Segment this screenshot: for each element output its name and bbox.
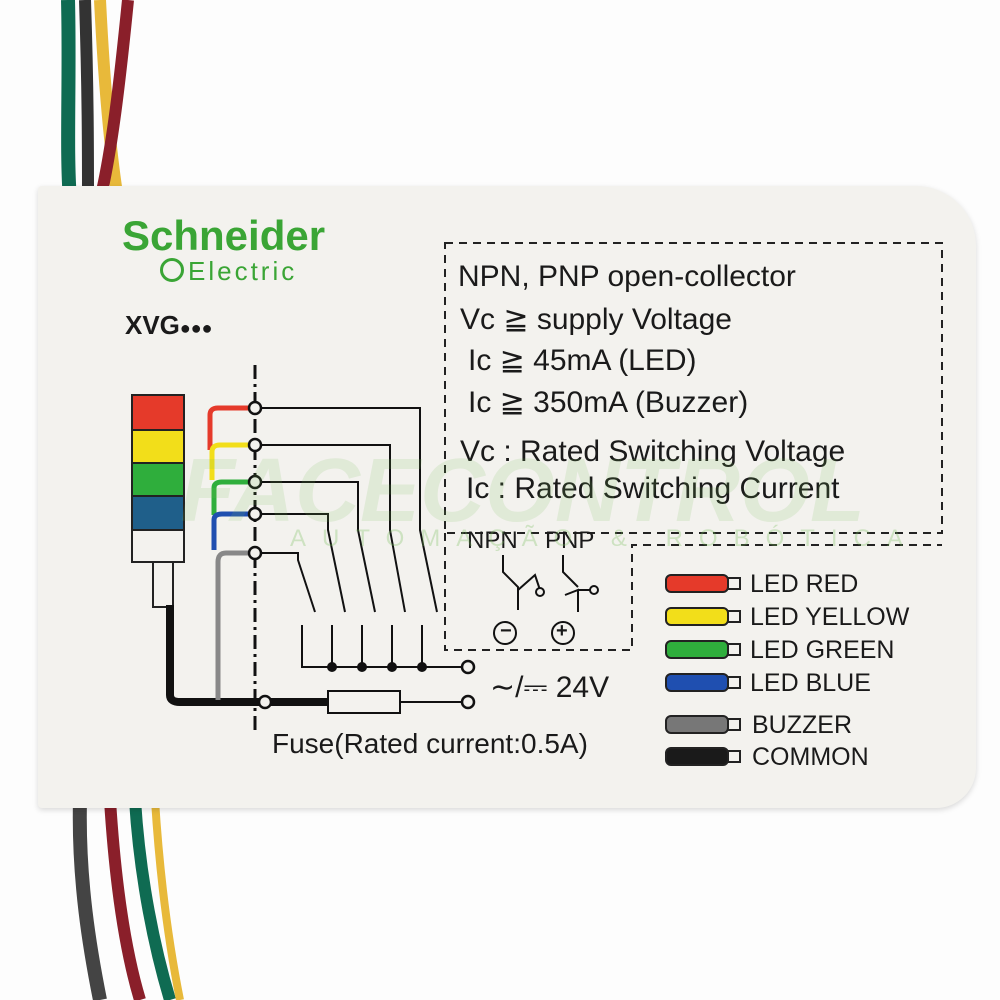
spec-vc: Vc ≧ supply Voltage	[460, 303, 732, 336]
spec-ic-definition: Ic : Rated Switching Current	[466, 472, 840, 505]
npn-label: NPN	[467, 527, 518, 554]
brand-sub: Electric	[188, 256, 298, 286]
spec-ic-led: Ic ≧ 45mA (LED)	[468, 344, 697, 377]
fuse-rating: Fuse(Rated current:0.5A)	[272, 728, 588, 759]
legend-led-green: LED GREEN	[750, 636, 895, 664]
legend-led-blue: LED BLUE	[750, 669, 871, 697]
supply-voltage: ∼/⎓ 24V	[490, 671, 610, 704]
positive-icon: +	[556, 620, 568, 642]
legend-buzzer: BUZZER	[752, 711, 852, 739]
legend-swatches	[665, 574, 741, 766]
watermark: FACECONTROL	[180, 441, 865, 541]
spec-box	[444, 242, 943, 534]
legend-led-yellow: LED YELLOW	[750, 603, 910, 631]
watermark-sub: AUTOMAÇÃO & ROBÓTICA	[290, 525, 919, 552]
legend-common: COMMON	[752, 743, 869, 771]
model-number: XVG●●●	[125, 310, 213, 340]
spec-vc-definition: Vc : Rated Switching Voltage	[460, 435, 846, 468]
schneider-logo-icon	[160, 258, 184, 282]
negative-icon: −	[500, 620, 512, 642]
pnp-label: PNP	[545, 527, 595, 554]
brand-name: Schneider	[122, 212, 326, 259]
legend-led-red: LED RED	[750, 570, 859, 598]
spec-ic-buzzer: Ic ≧ 350mA (Buzzer)	[468, 386, 749, 419]
spec-type: NPN, PNP open-collector	[458, 260, 796, 293]
